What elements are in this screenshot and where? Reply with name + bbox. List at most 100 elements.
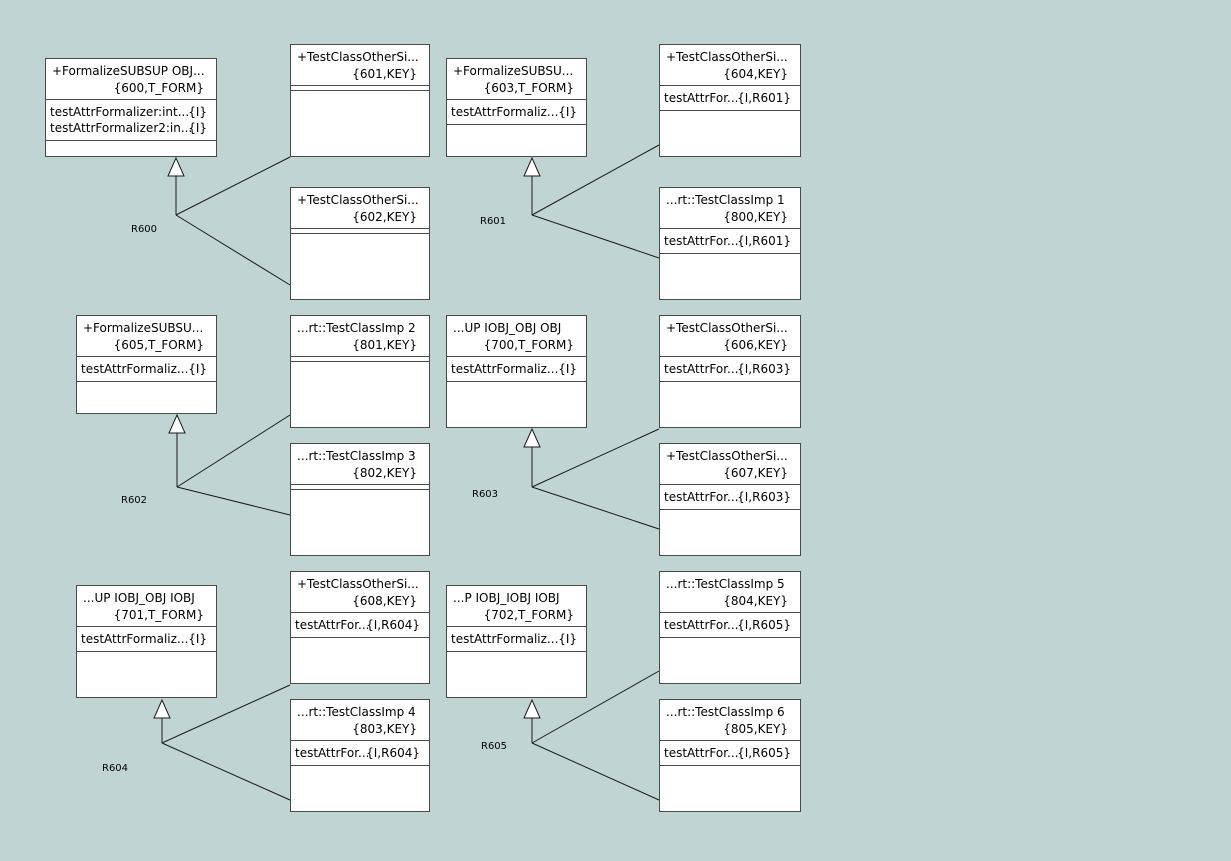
class-box-700[interactable]: ...UP IOBJ_OBJ OBJ{700,T_FORM} testAttrFo… <box>446 315 587 428</box>
class-box-804[interactable]: ...rt::TestClassImp 5{804,KEY}testAttrFo… <box>659 571 801 684</box>
class-box-800[interactable]: ...rt::TestClassImp 1{800,KEY}testAttrFo… <box>659 187 801 300</box>
class-box-607[interactable]: +TestClassOtherSi...{607,KEY} testAttrFor… <box>659 443 801 556</box>
class-header: +FormalizeSUBSUP OBJ...{600,T_FORM} <box>46 59 216 100</box>
class-header: +TestClassOtherSi... {601,KEY} <box>291 45 429 86</box>
class-name: +FormalizeSUBSU... <box>83 321 204 335</box>
attribute-qualifier: {I,R603} <box>737 362 791 376</box>
attribute-name: testAttrFor... <box>664 490 739 504</box>
attribute-row[interactable]: testAttrFormalizer:int...{I} <box>46 104 216 120</box>
generalization-r603[interactable] <box>523 427 660 530</box>
attribute-row[interactable]: testAttrFor...{I,R604} <box>291 745 429 761</box>
attribute-qualifier: {I,R604} <box>366 746 420 760</box>
attribute-row[interactable]: testAttrFormaliz...{I} <box>77 631 216 647</box>
generalization-r600[interactable] <box>167 156 291 286</box>
generalization-r604[interactable] <box>153 684 291 801</box>
attribute-compartment <box>291 229 429 234</box>
class-box-702[interactable]: ...P IOBJ_IOBJ IOBJ{702,T_FORM} testAttrF… <box>446 585 587 698</box>
attribute-row[interactable]: testAttrFor...{I,R605} <box>660 617 800 633</box>
attribute-compartment: testAttrFormaliz...{I} <box>77 361 216 382</box>
class-keyletters: {602,KEY} <box>352 210 417 224</box>
attribute-row[interactable]: testAttrFormaliz...{I} <box>447 104 586 120</box>
attribute-row[interactable]: testAttrFor...{I,R604} <box>291 617 429 633</box>
class-header: +TestClassOtherSi...{602,KEY} <box>291 188 429 229</box>
attribute-qualifier: {I,R601} <box>737 91 791 105</box>
subtype-link <box>531 214 660 259</box>
attribute-row[interactable]: testAttrFor...{I,R601} <box>660 233 800 249</box>
class-name: ...rt::TestClassImp 4 <box>297 705 416 719</box>
attribute-compartment: testAttrFor...{I,R603} <box>660 489 800 510</box>
attribute-name: testAttrFor... <box>295 746 370 760</box>
class-keyletters: {800,KEY} <box>723 210 788 224</box>
attribute-row[interactable]: testAttrFormaliz...{I} <box>447 361 586 377</box>
attribute-row[interactable]: testAttrFor...{I,R605} <box>660 745 800 761</box>
attribute-name: testAttrFor... <box>295 618 370 632</box>
class-keyletters: {803,KEY} <box>352 722 417 736</box>
class-name: +FormalizeSUBSU... <box>453 64 574 78</box>
attribute-row[interactable]: testAttrFormaliz...{I} <box>77 361 216 377</box>
class-box-701[interactable]: ...UP IOBJ_OBJ IOBJ{701,T_FORM} testAttrF… <box>76 585 217 698</box>
class-name: ...rt::TestClassImp 3 <box>297 449 416 463</box>
class-box-604[interactable]: +TestClassOtherSi...{604,KEY} testAttrFor… <box>659 44 801 157</box>
attribute-qualifier: {I,R601} <box>737 234 791 248</box>
class-name: ...rt::TestClassImp 5 <box>666 577 785 591</box>
class-keyletters: {804,KEY} <box>723 594 788 608</box>
attribute-compartment: testAttrFor...{I,R603} <box>660 361 800 382</box>
class-box-600[interactable]: +FormalizeSUBSUP OBJ...{600,T_FORM} testA… <box>45 58 217 157</box>
generalization-triangle-icon <box>523 427 541 448</box>
class-keyletters: {605,T_FORM} <box>113 338 204 352</box>
class-header: ...rt::TestClassImp 5{804,KEY} <box>660 572 800 613</box>
attribute-row[interactable]: testAttrFor...{I,R603} <box>660 361 800 377</box>
attribute-compartment: testAttrFormalizer:int...{I}testAttrForm… <box>46 104 216 141</box>
generalization-triangle-icon <box>523 698 541 719</box>
class-box-805[interactable]: ...rt::TestClassImp 6{805,KEY}testAttrFo… <box>659 699 801 812</box>
class-name: ...rt::TestClassImp 2 <box>297 321 416 335</box>
subtype-link <box>531 428 660 488</box>
class-box-606[interactable]: +TestClassOtherSi...{606,KEY}testAttrFor… <box>659 315 801 428</box>
subtype-link <box>175 156 291 216</box>
class-box-803[interactable]: ...rt::TestClassImp 4{803,KEY}testAttrFo… <box>290 699 430 812</box>
class-keyletters: {600,T_FORM} <box>113 81 204 95</box>
attribute-row[interactable]: testAttrFor...{I,R603} <box>660 489 800 505</box>
class-name: +TestClassOtherSi... <box>297 50 419 64</box>
attribute-qualifier: {I} <box>188 105 207 119</box>
class-keyletters: {601,KEY} <box>352 67 417 81</box>
class-header: +TestClassOtherSi...{607,KEY} <box>660 444 800 485</box>
generalization-r601[interactable] <box>523 144 660 259</box>
attribute-qualifier: {I,R605} <box>737 746 791 760</box>
class-box-602[interactable]: +TestClassOtherSi...{602,KEY} <box>290 187 430 300</box>
attribute-row[interactable]: testAttrFor...{I,R601} <box>660 90 800 106</box>
class-header: ...UP IOBJ_OBJ IOBJ{701,T_FORM} <box>77 586 216 627</box>
class-box-601[interactable]: +TestClassOtherSi... {601,KEY} <box>290 44 430 157</box>
class-name: ...UP IOBJ_OBJ OBJ <box>453 321 562 335</box>
class-header: ...P IOBJ_IOBJ IOBJ{702,T_FORM} <box>447 586 586 627</box>
subtype-link <box>161 742 291 801</box>
attribute-compartment: testAttrFormaliz...{I} <box>77 631 216 652</box>
class-box-801[interactable]: ...rt::TestClassImp 2{801,KEY} <box>290 315 430 428</box>
class-box-605[interactable]: +FormalizeSUBSU... {605,T_FORM} testAttrFo… <box>76 315 217 414</box>
class-keyletters: {603,T_FORM} <box>483 81 574 95</box>
attribute-row[interactable]: testAttrFormaliz...{I} <box>447 631 586 647</box>
class-keyletters: {607,KEY} <box>723 466 788 480</box>
class-header: +TestClassOtherSi...{608,KEY} <box>291 572 429 613</box>
attribute-name: testAttrFor... <box>664 91 739 105</box>
attribute-name: testAttrFormaliz... <box>451 362 559 376</box>
attribute-name: testAttrFor... <box>664 234 739 248</box>
class-header: ...UP IOBJ_OBJ OBJ{700,T_FORM} <box>447 316 586 357</box>
class-header: ...rt::TestClassImp 4{803,KEY} <box>291 700 429 741</box>
attribute-qualifier: {I} <box>558 105 577 119</box>
class-box-802[interactable]: ...rt::TestClassImp 3{802,KEY} <box>290 443 430 556</box>
attribute-name: testAttrFor... <box>664 746 739 760</box>
attribute-name: testAttrFormaliz... <box>451 105 559 119</box>
attribute-compartment <box>291 86 429 91</box>
attribute-name: testAttrFormalizer2:in... <box>50 121 193 135</box>
class-box-603[interactable]: +FormalizeSUBSU... {603,T_FORM} testAttrFo… <box>446 58 587 157</box>
relationship-label-r602: R602 <box>121 495 148 506</box>
attribute-compartment <box>291 485 429 490</box>
class-box-608[interactable]: +TestClassOtherSi...{608,KEY} testAttrFor… <box>290 571 430 684</box>
generalization-r605[interactable] <box>523 670 660 801</box>
generalization-r602[interactable] <box>168 413 291 516</box>
attribute-row[interactable]: testAttrFormalizer2:in...{I} <box>46 120 216 136</box>
class-name: ...P IOBJ_IOBJ IOBJ <box>453 591 560 605</box>
class-header: +TestClassOtherSi...{604,KEY} <box>660 45 800 86</box>
